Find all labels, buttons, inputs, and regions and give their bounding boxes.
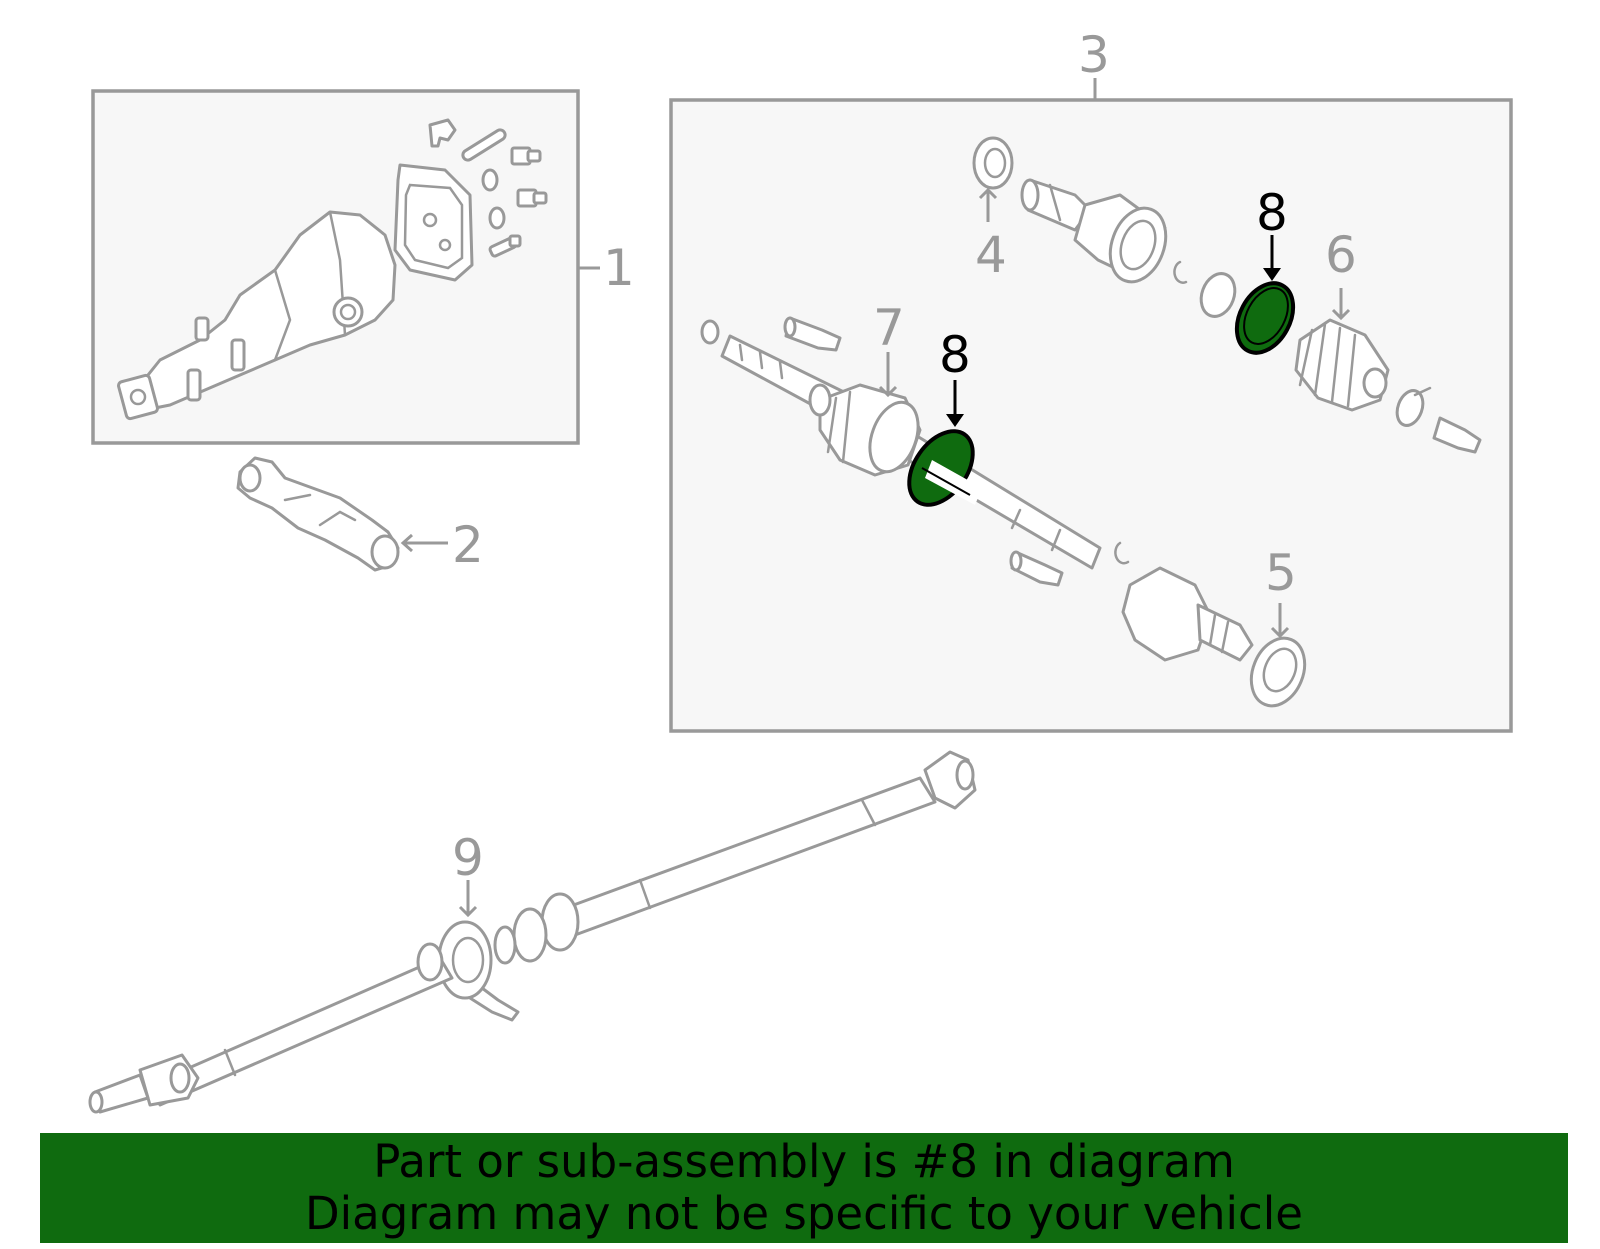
drive-shaft[interactable] (88, 750, 977, 1114)
boot-part-6[interactable] (1294, 318, 1390, 412)
circlip-left[interactable] (700, 319, 720, 345)
banner-line-1: Part or sub-assembly is #8 in diagram (373, 1135, 1235, 1188)
callout-9: 9 (452, 829, 484, 887)
axle-assembly-box (669, 98, 1513, 733)
outer-joint[interactable] (1020, 178, 1175, 290)
seal-part-4[interactable] (972, 136, 1014, 190)
clip-and-ring[interactable] (1173, 260, 1240, 321)
callout-8-upper: 8 (1256, 184, 1288, 242)
boot-clamp-right[interactable] (1393, 386, 1432, 429)
callout-4: 4 (975, 226, 1007, 284)
grease-tube-left[interactable] (783, 316, 842, 352)
callout-6: 6 (1325, 226, 1357, 284)
callout-7: 7 (873, 299, 905, 357)
grease-tube-lower[interactable] (1009, 550, 1064, 587)
boot-part-7[interactable] (808, 383, 927, 478)
callout-1: 1 (603, 239, 635, 297)
part-8-upper[interactable] (1226, 274, 1305, 363)
mount-bracket[interactable] (236, 456, 400, 572)
grease-tube-right[interactable] (1432, 416, 1482, 454)
info-banner: Part or sub-assembly is #8 in diagram Di… (40, 1133, 1568, 1243)
part-8-lower[interactable] (896, 420, 986, 517)
seal-part-5[interactable] (1242, 630, 1315, 714)
callout-8-lower: 8 (939, 326, 971, 384)
banner-line-2: Diagram may not be specific to your vehi… (305, 1187, 1303, 1240)
inner-joint[interactable] (1121, 566, 1254, 662)
differential-hardware[interactable] (428, 118, 548, 258)
differential-housing[interactable] (117, 163, 474, 421)
callout-2: 2 (452, 516, 484, 574)
circlip-lower[interactable] (1114, 541, 1130, 565)
callout-5: 5 (1265, 544, 1297, 602)
callout-3: 3 (1078, 26, 1110, 84)
